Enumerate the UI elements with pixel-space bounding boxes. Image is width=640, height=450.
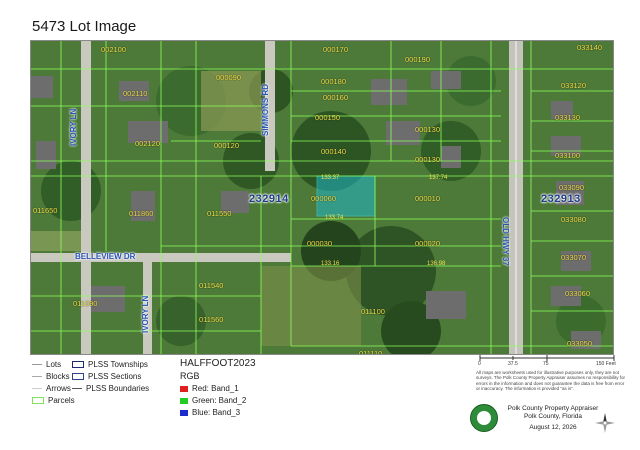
road-label-ivory-ln-south: IVORY LN (141, 295, 150, 333)
parcel-label[interactable]: 011090 (73, 299, 98, 308)
road-label-simmons-rd: SIMMONS RD (261, 84, 270, 136)
section-label: 232914 (249, 193, 289, 205)
legend-parcels: Parcels (48, 396, 75, 405)
parcel-label[interactable]: 033140 (577, 43, 603, 52)
parcel-label[interactable]: 033130 (555, 113, 581, 122)
dimension-label: 136.98 (427, 261, 446, 267)
parcel-label[interactable]: 000010 (415, 194, 441, 203)
road-label-belleview-dr: BELLEVIEW DR (75, 252, 136, 261)
parcel-label[interactable]: 000090 (216, 73, 242, 82)
lots-swatch (32, 364, 42, 365)
band-green: Green: Band_2 (180, 396, 246, 405)
page-title: 5473 Lot Image (32, 18, 137, 35)
parcel-label[interactable]: 011540 (199, 281, 224, 290)
map-date: August 12, 2026 (529, 424, 577, 431)
county-seal-icon (470, 404, 498, 432)
legend-plss-boundaries: PLSS Boundaries (86, 384, 150, 393)
parcel-label[interactable]: 011650 (33, 206, 58, 215)
map-canvas (31, 41, 613, 354)
parcel-label[interactable]: 033090 (559, 183, 585, 192)
parcel-label[interactable]: 033060 (565, 289, 591, 298)
dimension-label: 133.74 (325, 215, 344, 221)
disclaimer-text: All maps are worksheets used for illustr… (476, 370, 625, 392)
scale-tick: 0 (478, 361, 481, 367)
legend-plss-townships: PLSS Townships (88, 360, 148, 369)
arrows-swatch (32, 388, 42, 389)
scale-tick: 37.5 (508, 361, 518, 367)
band-green-label: Green: Band_2 (192, 396, 247, 405)
legend-arrows: Arrows (46, 384, 71, 393)
map-legend: Lots Blocks Arrows Parcels PLSS Township… (32, 358, 472, 448)
parcel-label[interactable]: 011550 (207, 209, 232, 218)
scale-tick: 150 Feet (596, 361, 616, 367)
parcel-label[interactable]: 033080 (561, 215, 587, 224)
parcel-label[interactable]: 000150 (315, 113, 341, 122)
blocks-swatch (32, 376, 42, 377)
north-arrow-icon (595, 413, 615, 433)
parcel-label[interactable]: 000140 (321, 147, 347, 156)
band-blue-label: Blue: Band_3 (192, 408, 241, 417)
plss-townships-swatch (72, 361, 84, 368)
parcel-label[interactable]: 002100 (101, 45, 127, 54)
subject-lot (316, 175, 376, 217)
parcel-label[interactable]: 000190 (405, 55, 431, 64)
plss-boundaries-swatch (72, 388, 82, 389)
dimension-label: 133.16 (321, 261, 340, 267)
parcel-label[interactable]: 000020 (415, 239, 441, 248)
scale-tick: 75 (543, 361, 549, 367)
plss-sections-swatch (72, 373, 84, 380)
agency-name: Polk County Property Appraiser Polk Coun… (507, 405, 599, 420)
road-label-old-hwy-37: OLD HWY 37 (501, 217, 510, 266)
parcel-label[interactable]: 011860 (129, 209, 154, 218)
dimension-label: 137.74 (429, 175, 448, 181)
parcels-swatch (32, 397, 44, 404)
parcel-label[interactable]: 033120 (561, 81, 587, 90)
band-blue-swatch (180, 409, 188, 416)
parcel-label[interactable]: 000130 (415, 125, 441, 134)
parcel-label[interactable]: 002120 (135, 139, 161, 148)
scale-bar: 0 37.5 75 150 Feet (478, 354, 618, 368)
parcel-label[interactable]: 033050 (567, 339, 593, 348)
rgb-label: RGB (180, 371, 200, 381)
parcel-label[interactable]: 033100 (555, 151, 581, 160)
band-red-label: Red: Band_1 (192, 384, 239, 393)
legend-plss-sections: PLSS Sections (88, 372, 142, 381)
scale-bar-graphic (479, 355, 615, 361)
legend-blocks: Blocks (46, 372, 70, 381)
parcel-label[interactable]: 000170 (323, 45, 349, 54)
parcel-label[interactable]: 000130 (415, 155, 441, 164)
parcel-label[interactable]: 000160 (323, 93, 349, 102)
parcel-label[interactable]: 011100 (361, 307, 385, 316)
section-label: 232913 (541, 193, 581, 205)
legend-lots: Lots (46, 360, 62, 369)
band-green-swatch (180, 397, 188, 404)
band-red: Red: Band_1 (180, 384, 239, 393)
band-red-swatch (180, 385, 188, 392)
parcel-label[interactable]: 000180 (321, 77, 347, 86)
parcel-label[interactable]: 000060 (311, 194, 337, 203)
band-blue: Blue: Band_3 (180, 408, 240, 417)
road-label-ivory-ln: IVORY LN (69, 108, 78, 146)
parcel-label[interactable]: 011560 (199, 315, 224, 324)
parcel-label[interactable]: 011110 (359, 349, 383, 355)
parcel-label[interactable]: 000030 (307, 239, 333, 248)
parcel-label[interactable]: 002110 (123, 89, 148, 98)
parcel-label[interactable]: 000120 (214, 141, 240, 150)
dimension-label: 133.37 (321, 175, 340, 181)
aerial-map[interactable]: 000170 000190 000090 000180 000160 00015… (30, 40, 614, 355)
parcel-label[interactable]: 033070 (561, 253, 587, 262)
image-name: HALFFOOT2023 (180, 358, 256, 369)
